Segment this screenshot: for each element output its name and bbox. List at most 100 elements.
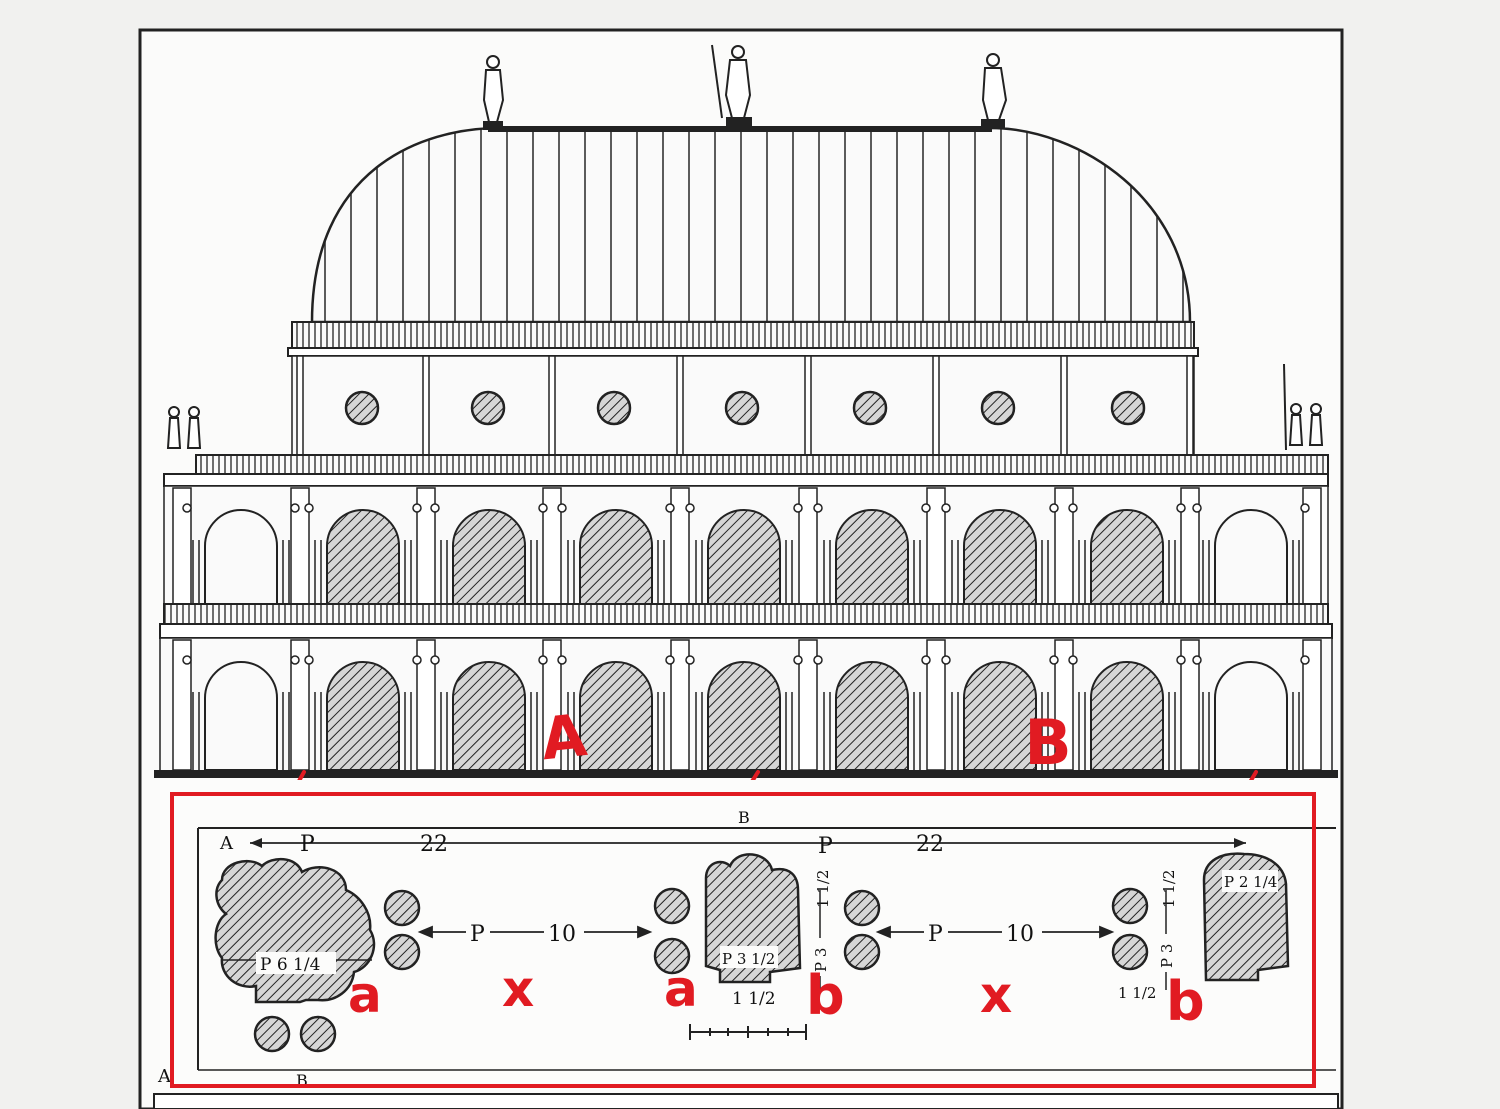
side-statues <box>166 363 1324 451</box>
middle-pier-label: P 3 1/2 <box>722 950 775 968</box>
annotation-a-1: a <box>348 966 382 1024</box>
spandrel-oculus <box>1176 655 1186 665</box>
spandrel-oculus <box>793 503 803 513</box>
arch-opening <box>326 509 400 605</box>
spandrel-oculus <box>1192 503 1202 513</box>
roof-statues <box>482 44 1008 130</box>
annotation-b-2: b <box>1166 970 1205 1033</box>
statue-center <box>711 44 752 126</box>
half-label-4: 1 1/2 <box>1160 870 1178 908</box>
clerestory-post <box>804 355 812 457</box>
lower-arches <box>172 639 1322 771</box>
upper-arches <box>172 487 1322 605</box>
roof <box>310 126 1192 324</box>
clerestory-post <box>676 355 684 457</box>
lower-loggia <box>154 623 1338 778</box>
arch-opening <box>579 509 653 605</box>
span-1-unit: P <box>470 922 485 947</box>
bay-label-b: B <box>1024 706 1071 779</box>
spandrel-oculus <box>685 503 695 513</box>
spandrel-oculus <box>1068 503 1078 513</box>
plan-corner-label-top-left: A <box>219 833 234 854</box>
clerestory-posts <box>296 355 1194 457</box>
spandrel-oculus <box>430 655 440 665</box>
oculi <box>344 390 1146 426</box>
bay-label-a: A <box>538 701 590 773</box>
plan-column <box>843 889 881 927</box>
clerestory-post <box>296 355 304 457</box>
statue-right <box>981 53 1008 128</box>
spandrel-oculus <box>182 655 192 665</box>
top-dim-left-unit: P <box>300 832 315 857</box>
top-dim-left-value: 22 <box>420 832 448 857</box>
spandrel-oculus <box>793 655 803 665</box>
spandrel-oculus <box>412 655 422 665</box>
plan-corner-label-left-edge: A <box>157 1066 172 1087</box>
spandrel-oculus <box>665 503 675 513</box>
plan-column <box>383 933 421 971</box>
end-pier-label: P 2 1/4 <box>1224 873 1277 891</box>
annotation-x-1: x <box>502 960 534 1018</box>
span-arrows <box>417 925 1115 939</box>
spandrel-oculus <box>1049 503 1059 513</box>
spandrel-oculus <box>921 655 931 665</box>
top-dim-right-unit: P <box>818 834 833 859</box>
arch-opening <box>707 509 781 605</box>
spandrel-oculus <box>304 655 314 665</box>
spandrel-oculus <box>557 655 567 665</box>
oculus <box>980 390 1016 426</box>
spandrel-oculus <box>538 503 548 513</box>
spandrel-oculus <box>685 655 695 665</box>
spandrel-oculus <box>941 655 951 665</box>
arch-opening <box>452 661 526 771</box>
arch-opening <box>326 661 400 771</box>
plan-column <box>1111 887 1149 925</box>
top-dim-right-value: 22 <box>916 832 944 857</box>
arch-opening <box>1214 509 1288 605</box>
spandrel-oculus <box>430 503 440 513</box>
span-2-unit: P <box>928 922 943 947</box>
spandrel-oculus <box>1300 503 1310 513</box>
clerestory-post <box>1186 355 1194 457</box>
spandrel-oculus <box>921 503 931 513</box>
spandrel-oculus <box>182 503 192 513</box>
plan-column <box>843 933 881 971</box>
spandrel-oculus <box>1068 655 1078 665</box>
spandrel-oculus <box>1192 655 1202 665</box>
annotation-a-2: a <box>664 960 698 1018</box>
plan-column <box>653 887 691 925</box>
arch-opening <box>1214 661 1288 771</box>
arch-opening <box>452 509 526 605</box>
clerestory <box>287 321 1199 457</box>
spandrel-oculus <box>1176 503 1186 513</box>
clerestory-post <box>548 355 556 457</box>
statue-left <box>482 55 505 130</box>
spandrel-oculus <box>538 655 548 665</box>
spandrel-oculus <box>290 655 300 665</box>
arch-opening <box>963 661 1037 771</box>
plan-column <box>653 937 691 975</box>
arch-opening <box>204 661 278 771</box>
spandrel-oculus <box>665 655 675 665</box>
arch-opening <box>963 509 1037 605</box>
oculus <box>344 390 380 426</box>
spandrel-oculus <box>304 503 314 513</box>
scale-bar <box>689 1024 807 1040</box>
spandrel-oculus <box>1300 655 1310 665</box>
oculus <box>1110 390 1146 426</box>
annotation-x-2: x <box>980 966 1012 1024</box>
span-1-value: 10 <box>548 922 576 947</box>
corner-pier-label: P 6 1/4 <box>260 955 320 975</box>
half-label-2: 1 1/2 <box>1118 984 1156 1002</box>
clerestory-post <box>932 355 940 457</box>
spandrel-oculus <box>813 503 823 513</box>
oculus <box>852 390 888 426</box>
clerestory-post <box>1060 355 1068 457</box>
upper-loggia <box>163 454 1329 627</box>
half-label-1: 1 1/2 <box>732 989 776 1009</box>
clerestory-post <box>422 355 430 457</box>
plan-corner-label-top-center: B <box>738 808 750 827</box>
arch-opening <box>835 509 909 605</box>
arch-opening <box>835 661 909 771</box>
